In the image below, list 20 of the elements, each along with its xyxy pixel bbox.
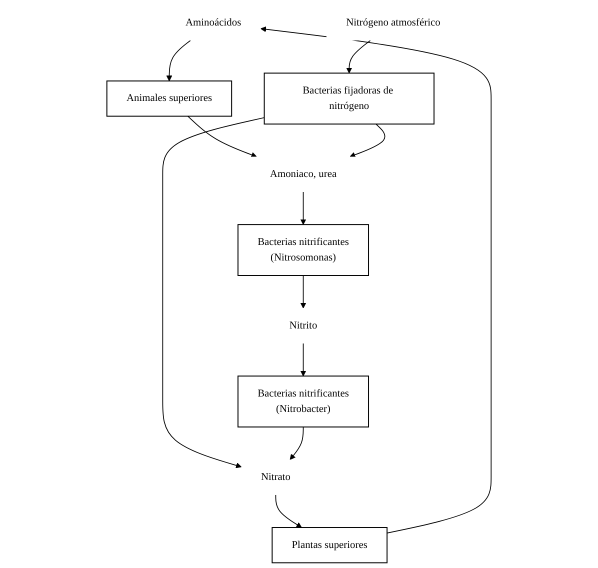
node-box: Bacterias nitrificantes (Nitrosomonas) bbox=[238, 224, 370, 276]
arrow bbox=[166, 40, 191, 82]
node-text: Amoniaco, urea bbox=[270, 168, 337, 180]
arrow bbox=[300, 275, 306, 308]
arrow bbox=[300, 192, 306, 225]
arrow bbox=[162, 117, 265, 468]
arrow bbox=[350, 124, 386, 158]
arrow bbox=[260, 26, 492, 534]
node-text: Nitrato bbox=[260, 471, 291, 482]
arrow bbox=[346, 40, 371, 74]
node-box: Bacterias nitrificantes (Nitrobacter) bbox=[238, 376, 370, 428]
arrow bbox=[290, 426, 304, 460]
arrow bbox=[187, 116, 257, 158]
arrow bbox=[300, 342, 306, 376]
node-box: Bacterias fijadoras de nitrógeno bbox=[264, 72, 434, 125]
node-box: Plantas superiores bbox=[272, 527, 388, 564]
arrow bbox=[275, 494, 302, 528]
node-text: Nitrito bbox=[289, 320, 318, 332]
node-text: Aminoácidos bbox=[185, 16, 242, 28]
node-box: Animales superiores bbox=[106, 80, 232, 117]
